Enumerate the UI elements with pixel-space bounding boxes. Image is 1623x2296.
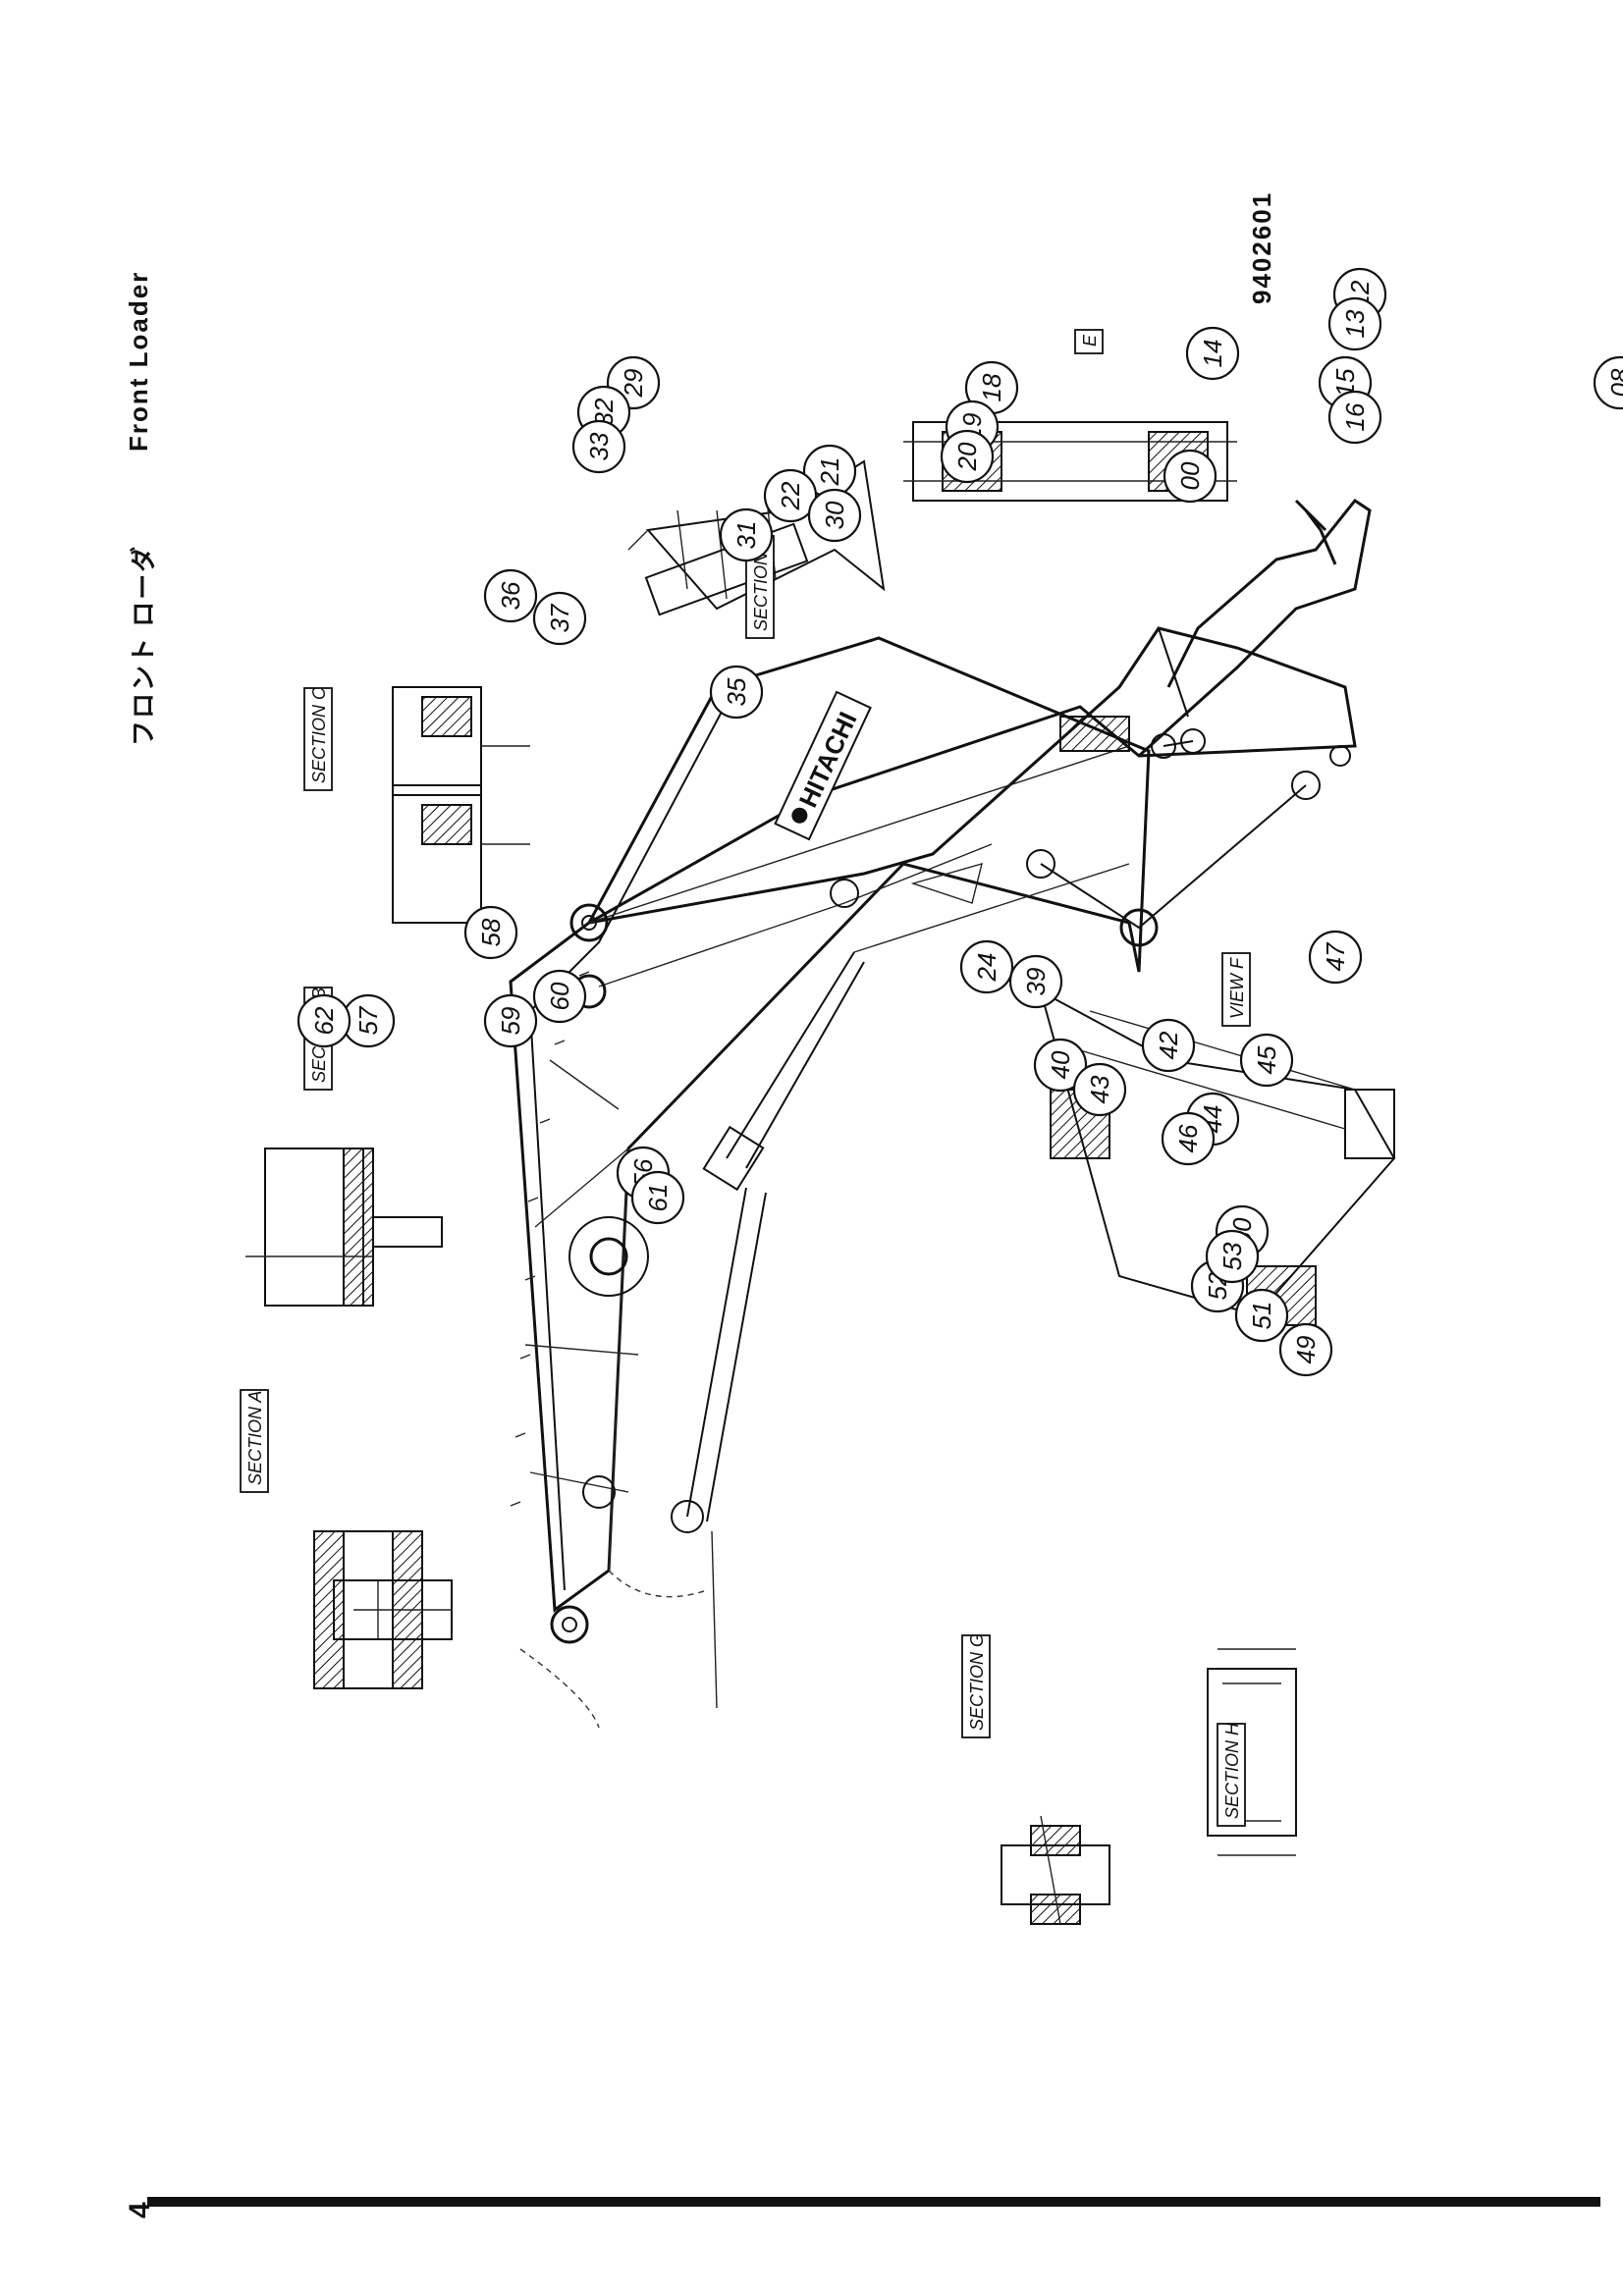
svg-text:40: 40 [1046, 1050, 1075, 1079]
svg-text:16: 16 [1340, 402, 1370, 431]
callout-30: 30 [807, 488, 862, 543]
callout-47: 47 [1308, 930, 1363, 985]
detail-section-h [1207, 1648, 1297, 1856]
callout-39: 39 [1008, 954, 1063, 1009]
callout-14: 14 [1185, 326, 1240, 381]
callout-57: 57 [341, 993, 396, 1048]
section-tag-f: VIEW F [1221, 952, 1251, 1027]
callout-16: 16 [1327, 390, 1382, 445]
callout-59: 59 [483, 993, 538, 1048]
callout-43: 43 [1072, 1062, 1127, 1117]
svg-text:33: 33 [584, 432, 614, 460]
svg-text:SECTION C: SECTION C [309, 686, 329, 783]
svg-text:SECTION A: SECTION A [245, 1391, 265, 1485]
callout-20: 20 [940, 429, 995, 484]
svg-text:49: 49 [1291, 1336, 1321, 1364]
svg-text:14: 14 [1198, 340, 1227, 368]
svg-text:36: 36 [496, 581, 525, 610]
svg-text:30: 30 [820, 501, 849, 529]
callout-13: 13 [1327, 296, 1382, 351]
detail-section-g [1001, 1815, 1110, 1925]
svg-text:13: 13 [1340, 309, 1370, 338]
callout-08: 08 [1593, 355, 1623, 410]
callout-42: 42 [1141, 1018, 1196, 1073]
section-tag-a: SECTION A [240, 1389, 269, 1493]
detail-section-b [245, 1148, 443, 1307]
svg-text:20: 20 [952, 442, 982, 471]
section-tag-h: SECTION H [1217, 1722, 1246, 1827]
section-tag-c: SECTION C [303, 686, 333, 791]
svg-text:46: 46 [1173, 1124, 1203, 1152]
section-tag-e: E [1074, 329, 1104, 354]
callout-33: 33 [571, 419, 626, 474]
arm [569, 626, 1357, 1009]
callout-31: 31 [719, 507, 774, 562]
svg-text:47: 47 [1321, 941, 1350, 971]
svg-text:45: 45 [1252, 1045, 1281, 1074]
callout-61: 61 [630, 1170, 685, 1225]
svg-text:SECTION G: SECTION G [967, 1633, 987, 1731]
svg-text:39: 39 [1021, 968, 1051, 996]
section-tag-g: SECTION G [961, 1633, 991, 1738]
svg-text:21: 21 [815, 457, 844, 487]
svg-text:24: 24 [972, 953, 1001, 983]
svg-text:29: 29 [619, 369, 648, 399]
callout-53: 53 [1205, 1229, 1260, 1284]
svg-text:22: 22 [776, 481, 805, 510]
svg-text:51: 51 [1247, 1302, 1276, 1330]
svg-text:58: 58 [476, 918, 506, 946]
svg-text:42: 42 [1154, 1031, 1183, 1059]
svg-text:59: 59 [496, 1007, 525, 1036]
svg-text:62: 62 [309, 1006, 339, 1035]
detail-section-a [313, 1530, 453, 1689]
callout-37: 37 [532, 591, 587, 646]
callout-24: 24 [959, 939, 1014, 994]
callout-36: 36 [483, 568, 538, 623]
svg-text:37: 37 [545, 603, 574, 632]
callout-40: 40 [1033, 1038, 1088, 1093]
callout-18: 18 [964, 360, 1019, 415]
svg-text:31: 31 [731, 521, 761, 550]
detail-section-c [392, 686, 530, 924]
svg-text:VIEW F: VIEW F [1227, 957, 1247, 1019]
svg-text:61: 61 [643, 1184, 673, 1212]
svg-text:E: E [1080, 334, 1100, 347]
boom [509, 636, 1151, 1729]
svg-text:18: 18 [977, 373, 1006, 401]
svg-text:53: 53 [1217, 1242, 1247, 1270]
boom-cylinder [686, 863, 1130, 1522]
svg-text:SECTION H: SECTION H [1222, 1722, 1242, 1819]
svg-text:08: 08 [1605, 368, 1623, 397]
callout-49: 49 [1278, 1322, 1333, 1377]
callout-62: 62 [297, 993, 352, 1048]
hitachi-logo: HITACHI [774, 690, 872, 841]
svg-text:43: 43 [1085, 1075, 1114, 1103]
bucket-attachment [1059, 498, 1372, 759]
svg-text:35: 35 [722, 677, 751, 706]
callout-21: 21 [802, 444, 857, 499]
callout-35: 35 [709, 665, 764, 720]
callout-00: 00 [1163, 449, 1217, 504]
callout-46: 46 [1161, 1111, 1216, 1166]
svg-text:60: 60 [545, 982, 574, 1010]
callout-60: 60 [532, 969, 587, 1024]
callout-51: 51 [1234, 1288, 1289, 1343]
callout-45: 45 [1239, 1033, 1294, 1088]
svg-text:00: 00 [1175, 461, 1205, 490]
callout-58: 58 [463, 905, 518, 960]
bottom-rule [147, 2197, 1600, 2207]
svg-text:57: 57 [353, 1005, 383, 1035]
callout-22: 22 [763, 468, 818, 523]
